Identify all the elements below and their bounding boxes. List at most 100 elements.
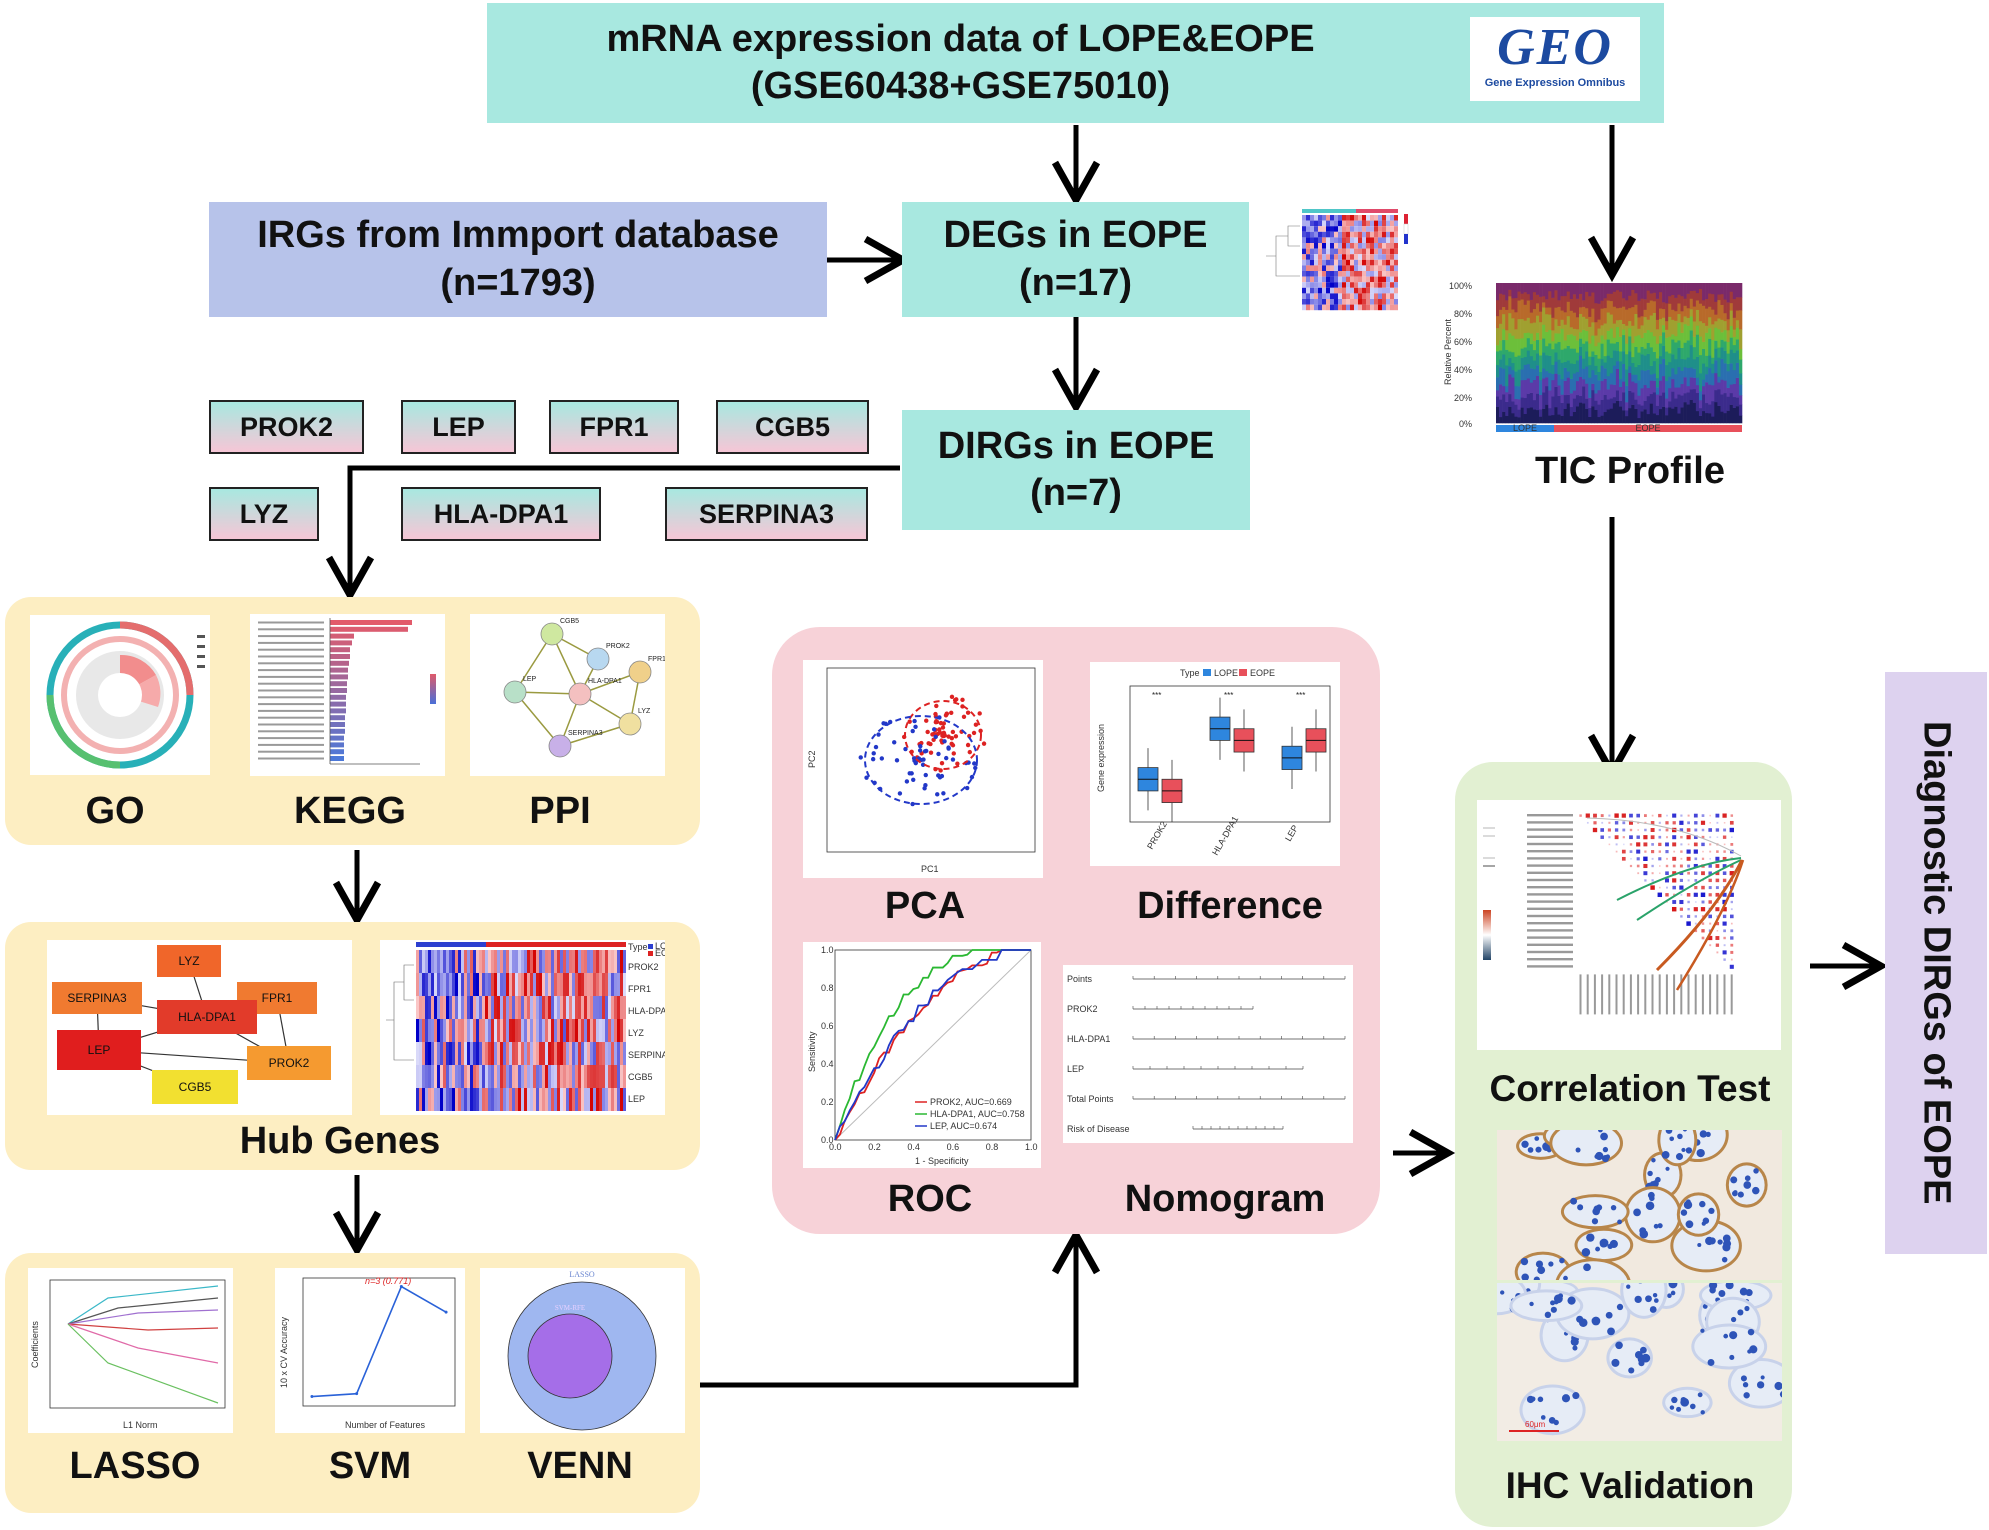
tic-bar-segment [1671,378,1675,392]
tic-bar-segment [1729,337,1734,350]
tic-bar-segment [1579,332,1583,339]
tic-bar-segment [1603,355,1607,363]
deg-heat-cell [1342,265,1346,271]
tic-bar-segment [1579,376,1583,397]
hub-heat-cell [578,950,581,973]
corr-cell [1608,814,1611,817]
kegg-bar [330,694,346,700]
hub-heat-cell [443,973,446,996]
tic-bar-segment [1542,408,1546,424]
tic-bar-segment [1539,339,1543,356]
ihc-nucleus [1657,1223,1663,1229]
tic-bar-segment [1634,399,1638,409]
arrow-selection-to-validation [700,1227,1101,1388]
ihc-nucleus [1700,1410,1705,1415]
hub-heat-cell [593,1088,596,1111]
corr-cell [1666,857,1668,860]
tic-bar-segment [1579,395,1583,403]
tic-bar-segment [1554,290,1558,308]
tic-bar-segment [1680,332,1684,348]
pca-plot: PC1 PC2 [803,660,1043,878]
tic-bar-segment [1732,329,1737,338]
deg-heat-cell [1330,282,1334,288]
tic-bar-segment [1729,302,1734,311]
kegg-bar [330,674,348,680]
hub-heat-cell [494,950,497,973]
deg-heat-cell [1326,220,1330,227]
tic-bar-segment [1692,290,1697,307]
tic-bar-segment [1502,394,1506,412]
ppi-edge [514,633,553,693]
hub-heat-cell [593,973,596,996]
ihc-validation-label: IHC Validation [1505,1465,1755,1506]
tic-bar-segment [1502,294,1506,308]
corr-cell [1723,822,1726,824]
hub-heat-cell [563,1042,566,1065]
hub-heat-cell [446,973,449,996]
deg-heat-cell [1370,293,1374,299]
tic-bar-segment [1520,348,1524,359]
tic-bar-segment [1708,355,1712,369]
tic-bar-segment [1674,387,1678,399]
corr-cell [1700,820,1706,825]
deg-heat-cell [1322,299,1326,305]
hub-heat-cell [446,1088,449,1111]
svm-plot: n=3 (0.771) Number of Features 10 x CV A… [275,1268,465,1433]
corr-row-label [1527,835,1573,838]
tic-bar-segment [1625,415,1629,424]
deg-heat-cell [1390,271,1394,277]
deg-heat-cell [1382,215,1386,221]
deg-heat-cell [1326,231,1330,238]
tic-bar-segment [1606,409,1611,424]
deg-heat-cell [1346,299,1350,305]
tic-bar-segment [1649,403,1654,424]
tic-bar-segment [1637,317,1641,329]
hub-heat-cell [575,1019,578,1042]
ihc-nucleus [1696,1148,1705,1158]
venn-label: VENN [527,1445,633,1487]
hub-heat-cell [572,996,575,1019]
ihc-nucleus [1583,1263,1591,1272]
corr-cell [1658,828,1661,832]
tic-bar-segment [1662,358,1666,377]
kegg-term-label [258,730,324,733]
hub-heat-cell [419,1019,422,1042]
hub-heat-cell [593,950,596,973]
hub-heat-cell [575,973,578,996]
tic-bar-segment [1677,347,1681,368]
tic-bar-segment [1505,309,1509,331]
hub-heat-cell [524,1042,527,1065]
deg-heat-cell [1330,254,1334,260]
corr-cell [1730,814,1734,817]
tic-bar-segment [1735,362,1740,378]
deg-heat-cell [1374,237,1378,243]
tic-bar-segment [1619,351,1623,362]
hub-heat-cell [473,1065,476,1088]
ihc-nucleus [1548,1261,1554,1267]
hub-heat-cell [587,996,590,1019]
tic-bar-segment [1662,325,1666,333]
roc-xtick: 0.0 [829,1142,842,1152]
tic-bar-segment [1612,283,1617,292]
tic-bar-segment [1698,415,1703,424]
hub-heat-cell [464,1088,467,1111]
tic-bar-segment [1514,283,1518,299]
tic-bar-segment [1665,283,1669,304]
hub-heat-cell [473,1019,476,1042]
tic-bar-segment [1502,411,1506,424]
deg-heat-cell [1342,215,1346,221]
tic-bar-segment [1637,300,1641,318]
tic-bar-segment [1560,362,1564,380]
deg-heat-cell [1334,259,1338,266]
mrna-data-line1: mRNA expression data of LOPE&EOPE [606,17,1315,60]
deg-heat-cell [1330,237,1334,243]
deg-heat-cell [1382,299,1386,305]
tic-bar-segment [1582,403,1586,424]
hub-node [52,982,142,1014]
corr-cell [1722,899,1727,905]
ihc-nucleus [1570,1197,1578,1205]
deg-heat-cell [1326,243,1330,249]
ppi-node [548,734,572,758]
deg-heat-cell [1370,259,1374,266]
tic-bar-segment [1628,320,1632,329]
